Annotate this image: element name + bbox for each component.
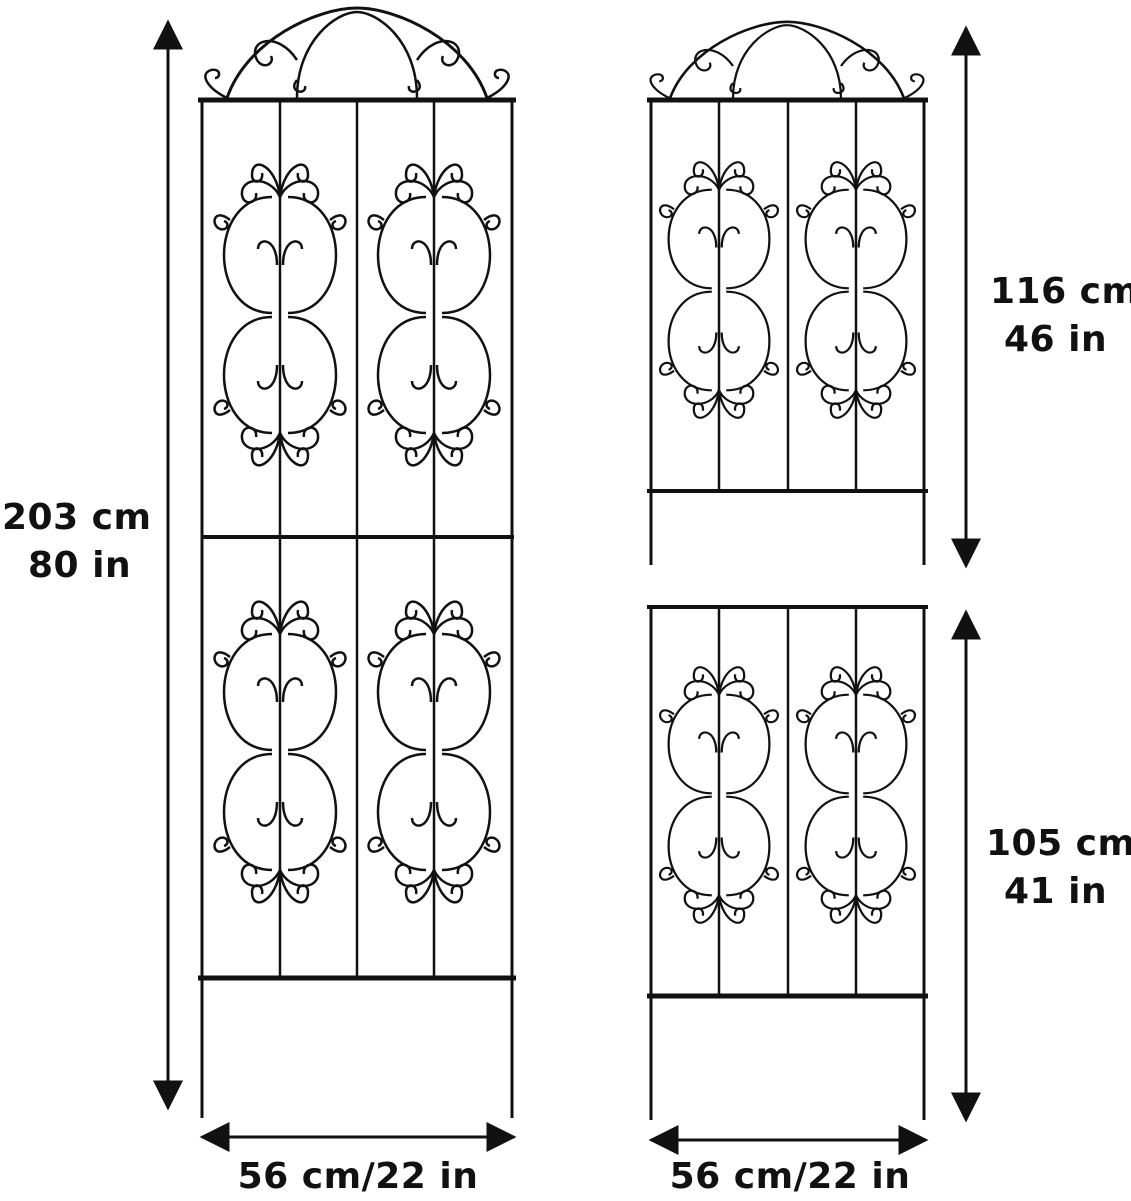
lower-height-cm-label: 105 cm: [986, 823, 1131, 864]
upper-height-cm-label: 116 cm: [990, 271, 1131, 312]
split-width-label: 56 cm/22 in: [669, 1156, 911, 1197]
tall-height-in-label: 80 in: [28, 545, 132, 586]
tall-trellis: [198, 6, 516, 1118]
lower-height-in-label: 41 in: [1004, 871, 1108, 912]
tall-width-label: 56 cm/22 in: [237, 1156, 479, 1197]
lower-section: [647, 605, 928, 1120]
upper-section-arch: [649, 20, 925, 100]
tall-height-cm-label: 203 cm: [2, 497, 152, 538]
tall-trellis-arch: [203, 6, 511, 100]
upper-section: [647, 20, 928, 565]
upper-height-in-label: 46 in: [1004, 319, 1108, 360]
